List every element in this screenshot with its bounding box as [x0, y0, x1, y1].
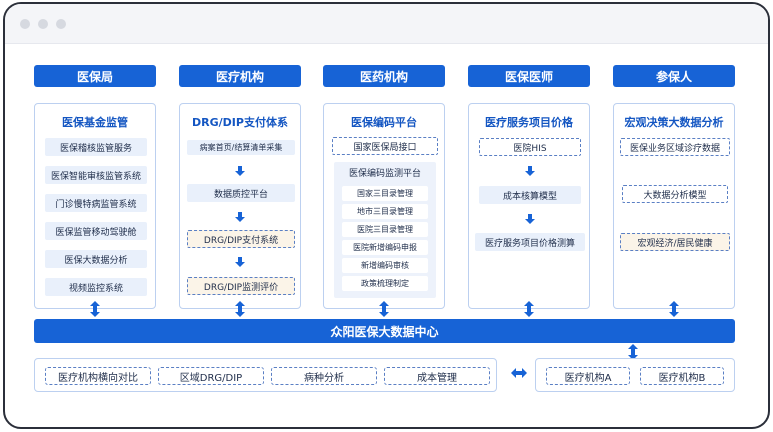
list-item: 成本核算模型 [479, 186, 581, 204]
column-title: 宏观决策大数据分析 [624, 116, 724, 129]
data-center-bar: 众阳医保大数据中心 [34, 319, 735, 343]
window-dot-icon[interactable] [20, 19, 30, 29]
header-insured-person: 参保人 [613, 65, 735, 87]
list-item: 医院新增编码申报 [342, 240, 428, 255]
list-item: 数据质控平台 [187, 184, 295, 202]
analysis-box: 医疗机构横向对比 区域DRG/DIP 病种分析 成本管理 [34, 358, 497, 392]
list-item: 医院HIS [479, 138, 581, 156]
list-item: 国家三目录管理 [342, 186, 428, 201]
coding-monitor-panel: 医保编码监测平台 国家三目录管理 地市三目录管理 医院三目录管理 医院新增编码申… [334, 162, 436, 298]
list-item: 医保大数据分析 [45, 250, 147, 268]
title-bar [5, 4, 768, 44]
list-item: 宏观经济/居民健康 [620, 233, 730, 251]
header-pharma-institution: 医药机构 [323, 65, 445, 87]
bidirectional-arrow-icon [90, 301, 100, 317]
list-item: 病案首页/结算清单采集 [187, 140, 295, 155]
column-macro-analysis: 宏观决策大数据分析 医保业务区域诊疗数据 大数据分析模型 宏观经济/居民健康 [613, 103, 735, 309]
list-item: 医疗服务项目价格测算 [475, 233, 585, 251]
analysis-chip: 医疗机构横向对比 [45, 367, 151, 385]
analysis-chip: 病种分析 [271, 367, 377, 385]
list-item: DRG/DIP监测评价 [187, 277, 295, 295]
column-title: 医保基金监管 [62, 116, 128, 129]
list-item: DRG/DIP支付系统 [187, 230, 295, 248]
institution-chip: 医疗机构A [546, 367, 630, 385]
list-item: 大数据分析模型 [622, 185, 728, 203]
column-title: 医保编码平台 [351, 116, 417, 129]
list-item: 医保智能审核监管系统 [45, 166, 147, 184]
list-item: 医保稽核监管服务 [45, 138, 147, 156]
list-item: 医院三目录管理 [342, 222, 428, 237]
institution-box: 医疗机构A 医疗机构B [535, 358, 735, 392]
column-title: 医疗服务项目价格 [485, 116, 573, 129]
list-item: 地市三目录管理 [342, 204, 428, 219]
bidirectional-arrow-icon [628, 344, 638, 360]
analysis-chip: 成本管理 [384, 367, 490, 385]
bidirectional-arrow-icon [511, 368, 527, 378]
bidirectional-arrow-icon [235, 301, 245, 317]
column-drg-dip: DRG/DIP支付体系 病案首页/结算清单采集 数据质控平台 DRG/DIP支付… [179, 103, 301, 309]
list-item: 门诊慢特病监管系统 [45, 194, 147, 212]
analysis-chip: 区域DRG/DIP [158, 367, 264, 385]
list-item: 新增编码审核 [342, 258, 428, 273]
list-item: 医保监管移动驾驶舱 [45, 222, 147, 240]
bidirectional-arrow-icon [379, 301, 389, 317]
column-service-pricing: 医疗服务项目价格 医院HIS 成本核算模型 医疗服务项目价格测算 [468, 103, 590, 309]
window-dot-icon[interactable] [38, 19, 48, 29]
header-medical-institution: 医疗机构 [179, 65, 301, 87]
list-item: 视频监控系统 [45, 278, 147, 296]
column-title: DRG/DIP支付体系 [192, 116, 288, 129]
bidirectional-arrow-icon [524, 301, 534, 317]
list-item: 国家医保局接口 [332, 137, 438, 155]
header-medical-insurance-bureau: 医保局 [34, 65, 156, 87]
list-item: 医保业务区域诊疗数据 [620, 138, 730, 156]
window-dot-icon[interactable] [56, 19, 66, 29]
panel-title: 医保编码监测平台 [348, 169, 421, 179]
list-item: 政策梳理制定 [342, 276, 428, 291]
institution-chip: 医疗机构B [640, 367, 724, 385]
column-fund-supervision: 医保基金监管 医保稽核监管服务 医保智能审核监管系统 门诊慢特病监管系统 医保监… [34, 103, 156, 309]
bidirectional-arrow-icon [669, 301, 679, 317]
header-insurance-doctor: 医保医师 [468, 65, 590, 87]
column-coding-platform: 医保编码平台 国家医保局接口 医保编码监测平台 国家三目录管理 地市三目录管理 … [323, 103, 445, 309]
